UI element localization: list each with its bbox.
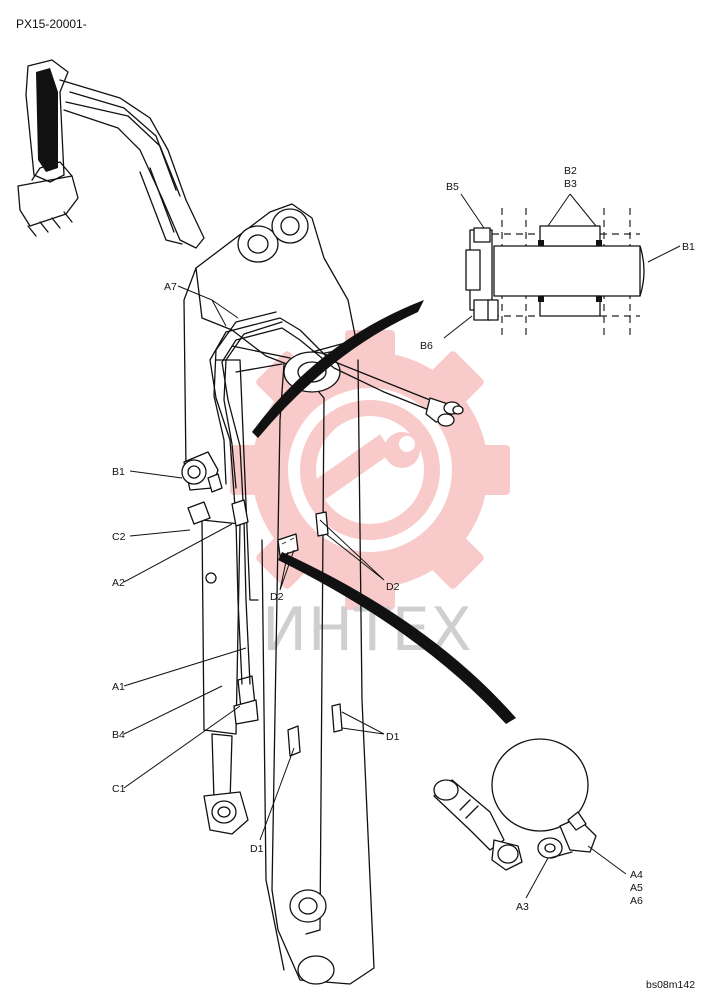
- label-a3: A3: [516, 901, 529, 913]
- label-b1-detail: B1: [682, 241, 695, 253]
- label-d1-lower: D1: [250, 843, 264, 855]
- label-c1: C1: [112, 783, 126, 795]
- label-a2: A2: [112, 577, 125, 589]
- label-a7: A7: [164, 281, 177, 293]
- label-d2-right: D2: [386, 581, 400, 593]
- hydraulic-hoses: [209, 311, 464, 685]
- hydraulic-cylinder: [181, 451, 259, 835]
- label-d2-left: D2: [270, 591, 284, 603]
- excavator-boom-arm-thumbnail-icon: [17, 59, 205, 249]
- label-b2: B2: [564, 165, 577, 177]
- label-a1: A1: [112, 681, 125, 693]
- detail-pointers: [252, 300, 516, 724]
- label-a4: A4: [630, 869, 643, 881]
- label-a6: A6: [630, 895, 643, 907]
- model-code: PX15-20001-: [16, 17, 87, 31]
- hose-clamps: [277, 533, 343, 757]
- label-d1-right: D1: [386, 731, 400, 743]
- label-b6: B6: [420, 340, 433, 352]
- fitting-detail-view: [433, 738, 597, 871]
- label-a5: A5: [630, 882, 643, 894]
- label-b4: B4: [112, 729, 125, 741]
- pin-detail-view: [465, 208, 645, 340]
- label-b3: B3: [564, 178, 577, 190]
- gear-wrench-logo-icon: [230, 330, 510, 610]
- callout-labels: A7 B1 C2 A2 A1 B4 C1 D1 D1 D2 D2 B5 B2 B…: [112, 165, 695, 913]
- leader-lines: [123, 193, 681, 899]
- label-b5: B5: [446, 181, 459, 193]
- figure-code: bs08m142: [646, 979, 695, 991]
- label-c2: C2: [112, 531, 126, 543]
- label-b1-left: B1: [112, 466, 125, 478]
